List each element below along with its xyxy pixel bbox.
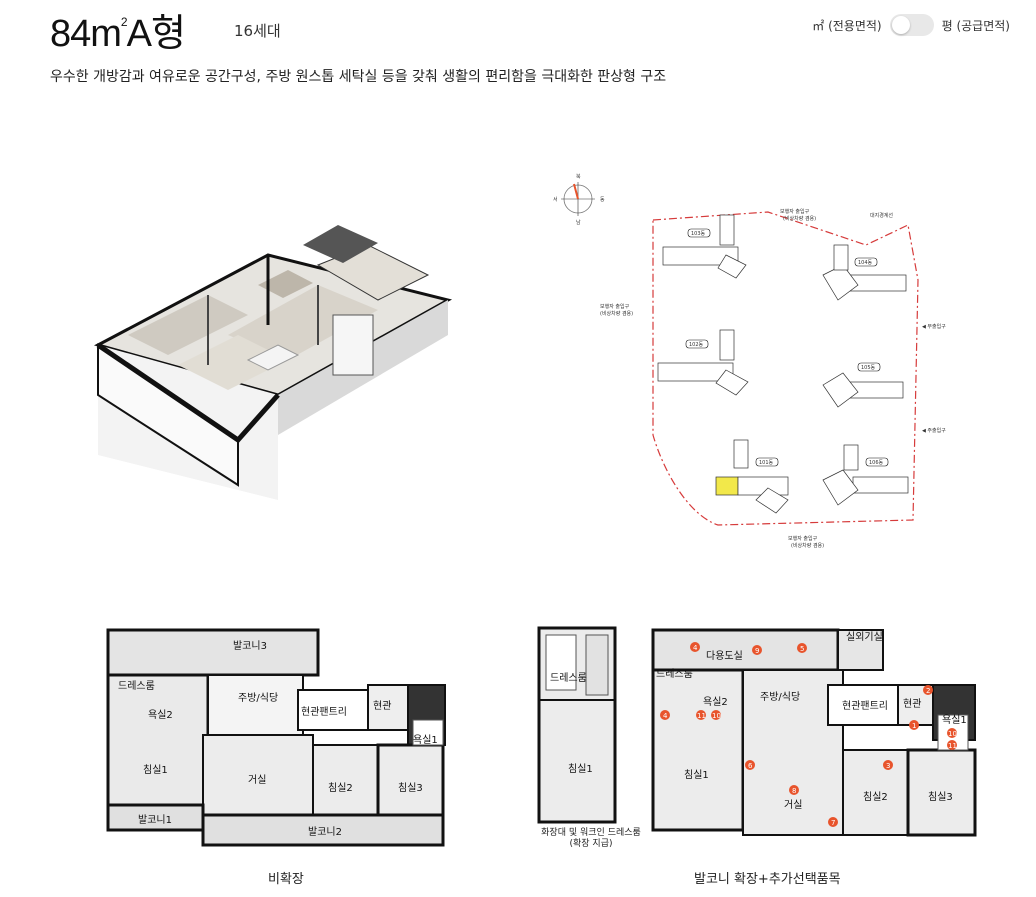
bottom-entrance-label: 보행자 출입구 <box>788 535 818 542</box>
option-markers: 4 9 5 2 4 11 10 1 6 8 3 10 11 7 <box>660 642 957 827</box>
caption-dressroom-line2: (확장 지급) <box>569 839 613 849</box>
marker-4b: 4 <box>663 712 668 720</box>
room-utility: 다용도실 <box>706 650 743 662</box>
room-bath1: 욕실1 <box>413 734 438 746</box>
boundary-label: 대지경계선 <box>870 212 893 219</box>
main-entrance-label: ◀ 주출입구 <box>922 427 946 434</box>
room-outdoor-unit: 실외기실 <box>846 631 883 643</box>
room-bath2-c: 욕실2 <box>703 696 728 708</box>
room-pantry-c: 현관팬트리 <box>842 700 888 712</box>
caption-dressroom: 화장대 및 워크인 드레스룸 (확장 지급) <box>531 828 651 850</box>
floorplan-extended: 실외기실 다용도실 드레스룸 욕실2 주방/식당 현관팬트리 현관 욕실1 침실… <box>651 628 977 837</box>
svg-text:101동: 101동 <box>759 460 774 466</box>
building-105: 105동 <box>822 362 904 408</box>
isometric-floorplan-image <box>93 225 453 500</box>
building-106: 106동 <box>822 444 909 506</box>
toggle-left-label: ㎡ (전용면적) <box>812 18 882 33</box>
svg-text:105동: 105동 <box>861 365 876 371</box>
marker-7: 7 <box>831 819 835 827</box>
compass-south: 남 <box>576 219 581 226</box>
room-bedroom1-c: 침실1 <box>684 769 709 781</box>
unit-switch[interactable] <box>889 14 934 36</box>
building-103: 103동 <box>662 214 747 279</box>
room-bedroom2-c: 침실2 <box>863 791 888 803</box>
caption-dressroom-line1: 화장대 및 워크인 드레스룸 <box>541 828 641 838</box>
toggle-right-label: 평 (공급면적) <box>941 18 1010 33</box>
marker-4a: 4 <box>693 644 698 652</box>
building-101: 101동 <box>715 439 789 514</box>
floorplan-dressroom-detail: 드레스룸 침실1 <box>537 626 617 824</box>
left-entrance-label: 보행자 출입구 <box>600 303 630 310</box>
room-bath1-c: 욕실1 <box>942 714 967 726</box>
room-balcony1: 발코니1 <box>138 814 172 826</box>
compass-east: 동 <box>600 197 605 203</box>
room-dressroom: 드레스룸 <box>118 680 155 692</box>
marker-2: 2 <box>926 687 930 695</box>
description: 우수한 개방감과 여유로운 공간구성, 주방 원스톱 세탁실 등을 갖춰 생활의… <box>50 69 667 85</box>
svg-text:104동: 104동 <box>858 260 873 266</box>
room-bedroom1-b: 침실1 <box>568 763 593 775</box>
room-bedroom3-c: 침실3 <box>928 791 953 803</box>
top-entrance-label: 보행자 출입구 <box>780 208 810 215</box>
room-pantry: 현관팬트리 <box>301 706 347 718</box>
caption-non-extended: 비확장 <box>268 872 304 887</box>
room-balcony3: 발코니3 <box>233 640 267 652</box>
room-kitchen-c: 주방/식당 <box>760 691 800 703</box>
svg-text:106동: 106동 <box>869 460 884 466</box>
switch-knob <box>891 16 910 34</box>
floorplan-non-extended: 발코니3 드레스룸 욕실2 주방/식당 현관팬트리 현관 욕실1 침실1 거실 … <box>103 625 448 850</box>
site-boundary <box>652 211 919 526</box>
marker-8: 8 <box>792 787 796 795</box>
marker-1: 1 <box>912 722 916 730</box>
marker-10b: 10 <box>948 730 957 738</box>
compass-icon: 북 동 남 서 <box>553 174 605 226</box>
marker-11b: 11 <box>948 742 957 750</box>
room-bedroom1: 침실1 <box>143 764 168 776</box>
area-unit-toggle: ㎡ (전용면적) 평 (공급면적) <box>812 14 1010 36</box>
page-title: 84m2A형 <box>50 13 186 55</box>
room-dressroom-c: 드레스룸 <box>656 668 693 680</box>
marker-3: 3 <box>886 762 890 770</box>
svg-text:103동: 103동 <box>691 231 706 237</box>
room-living-c: 거실 <box>784 799 802 811</box>
room-entrance: 현관 <box>373 700 391 712</box>
room-dressroom-b: 드레스룸 <box>550 672 587 684</box>
room-entrance-c: 현관 <box>903 698 921 710</box>
marker-6: 6 <box>748 762 753 770</box>
room-bedroom2: 침실2 <box>328 782 353 794</box>
households-count: 16세대 <box>234 22 281 40</box>
compass-west: 서 <box>553 196 558 203</box>
bottom-entrance-sub: (비상차량 겸용) <box>791 542 824 549</box>
room-balcony2: 발코니2 <box>308 826 342 838</box>
top-entrance-sub: (비상차량 겸용) <box>783 215 816 222</box>
room-bedroom3: 침실3 <box>398 782 423 794</box>
building-102: 102동 <box>657 329 749 396</box>
marker-10a: 10 <box>712 712 721 720</box>
sub-entrance-label: ◀ 부출입구 <box>922 323 946 330</box>
site-plan-image: 북 동 남 서 보행자 출입구 (비상차량 겸용) 대지경계선 보행자 출입구 … <box>553 174 946 549</box>
building-104: 104동 <box>822 244 907 301</box>
marker-11a: 11 <box>697 712 706 720</box>
room-bath2: 욕실2 <box>148 709 173 721</box>
room-living: 거실 <box>248 774 266 786</box>
marker-9: 9 <box>755 647 759 655</box>
marker-5: 5 <box>800 645 804 653</box>
caption-extended: 발코니 확장+추가선택품목 <box>694 872 841 887</box>
room-kitchen: 주방/식당 <box>238 692 278 704</box>
header: 84m2A형 16세대 ㎡ (전용면적) 평 (공급면적) <box>50 0 1010 60</box>
svg-text:102동: 102동 <box>689 342 704 348</box>
compass-north: 북 <box>576 174 581 180</box>
left-entrance-sub: (비상차량 겸용) <box>600 310 633 317</box>
